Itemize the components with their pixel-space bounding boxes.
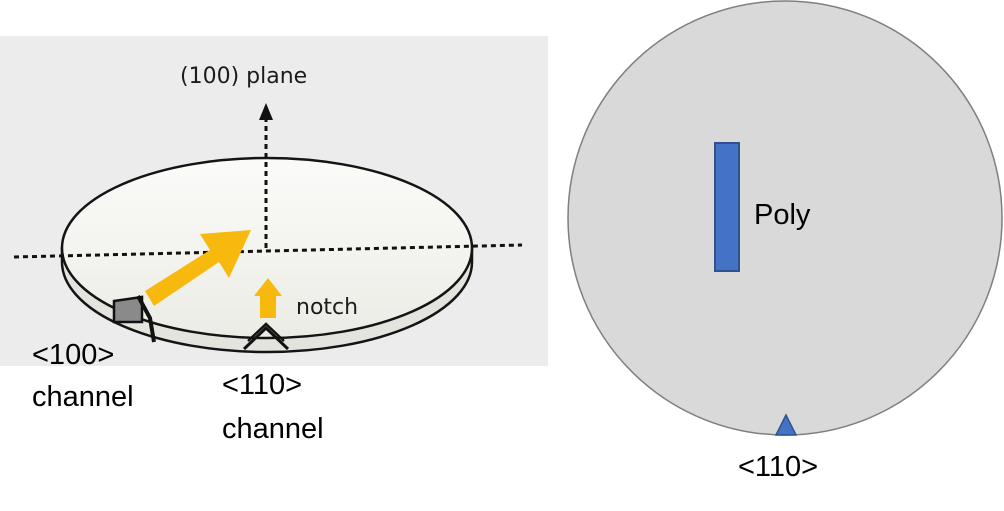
plane-label: (100) plane xyxy=(180,64,307,89)
wafer-photo-panel: (100) plane notch xyxy=(0,36,548,366)
wafer-top-view: Poly <110> xyxy=(567,0,1003,483)
notch-direction-arrow xyxy=(254,278,282,318)
channel-100-label-line1: <100> xyxy=(32,339,114,371)
notch-triangle-marker xyxy=(774,413,798,436)
channel-100-flat-marker xyxy=(112,295,156,343)
channel-100-label-line2: channel xyxy=(32,381,134,413)
wafer-notch-marker xyxy=(242,322,290,351)
plane-normal-arrowhead xyxy=(259,103,273,120)
channel-110-label-line1: <110> xyxy=(222,369,302,401)
horizontal-axis-dotted xyxy=(13,243,523,259)
notch-direction-label: <110> xyxy=(738,451,818,483)
notch-label: notch xyxy=(296,295,358,320)
channel-100-direction-arrow xyxy=(145,230,251,306)
poly-label: Poly xyxy=(754,199,811,231)
channel-110-label-line2: channel xyxy=(222,413,324,445)
poly-gate-rect xyxy=(714,142,740,272)
